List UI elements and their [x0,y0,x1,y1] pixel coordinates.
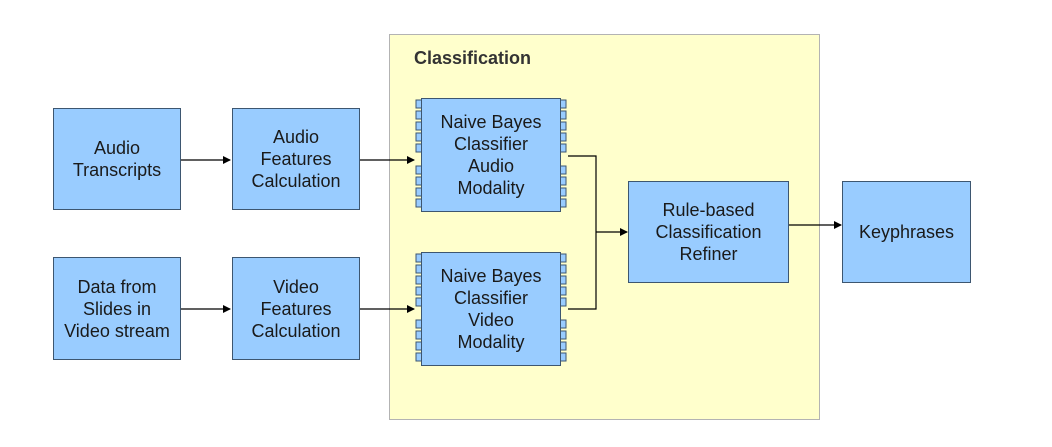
node-audio-features-label: Audio Features Calculation [251,127,341,191]
node-audio-transcripts: Audio Transcripts [53,108,181,210]
node-nb-audio-classifier-label: Naive Bayes Classifier Audio Modality [440,112,542,198]
node-audio-features: Audio Features Calculation [232,108,360,210]
connector-nb-audio-to-refiner [568,155,597,232]
classification-group-title: Classification [414,48,532,68]
node-refiner-label: Rule-based Classification Refiner [655,200,762,264]
nb-video-pins-right [559,253,567,362]
node-nb-audio-classifier: Naive Bayes Classifier Audio Modality [421,98,561,212]
node-nb-video-classifier: Naive Bayes Classifier Video Modality [421,252,561,366]
node-video-features: Video Features Calculation [232,257,360,360]
node-refiner: Rule-based Classification Refiner [628,181,789,283]
connector-nb-video-to-refiner [568,232,597,310]
node-slides-data-label: Data from Slides in Video stream [64,276,170,341]
node-nb-video-classifier-label: Naive Bayes Classifier Video Modality [440,266,542,352]
node-audio-transcripts-label: Audio Transcripts [72,138,162,180]
node-slides-data: Data from Slides in Video stream [53,257,181,360]
node-keyphrases: Keyphrases [842,181,971,283]
node-video-features-label: Video Features Calculation [251,276,341,341]
node-keyphrases-label: Keyphrases [858,222,955,242]
